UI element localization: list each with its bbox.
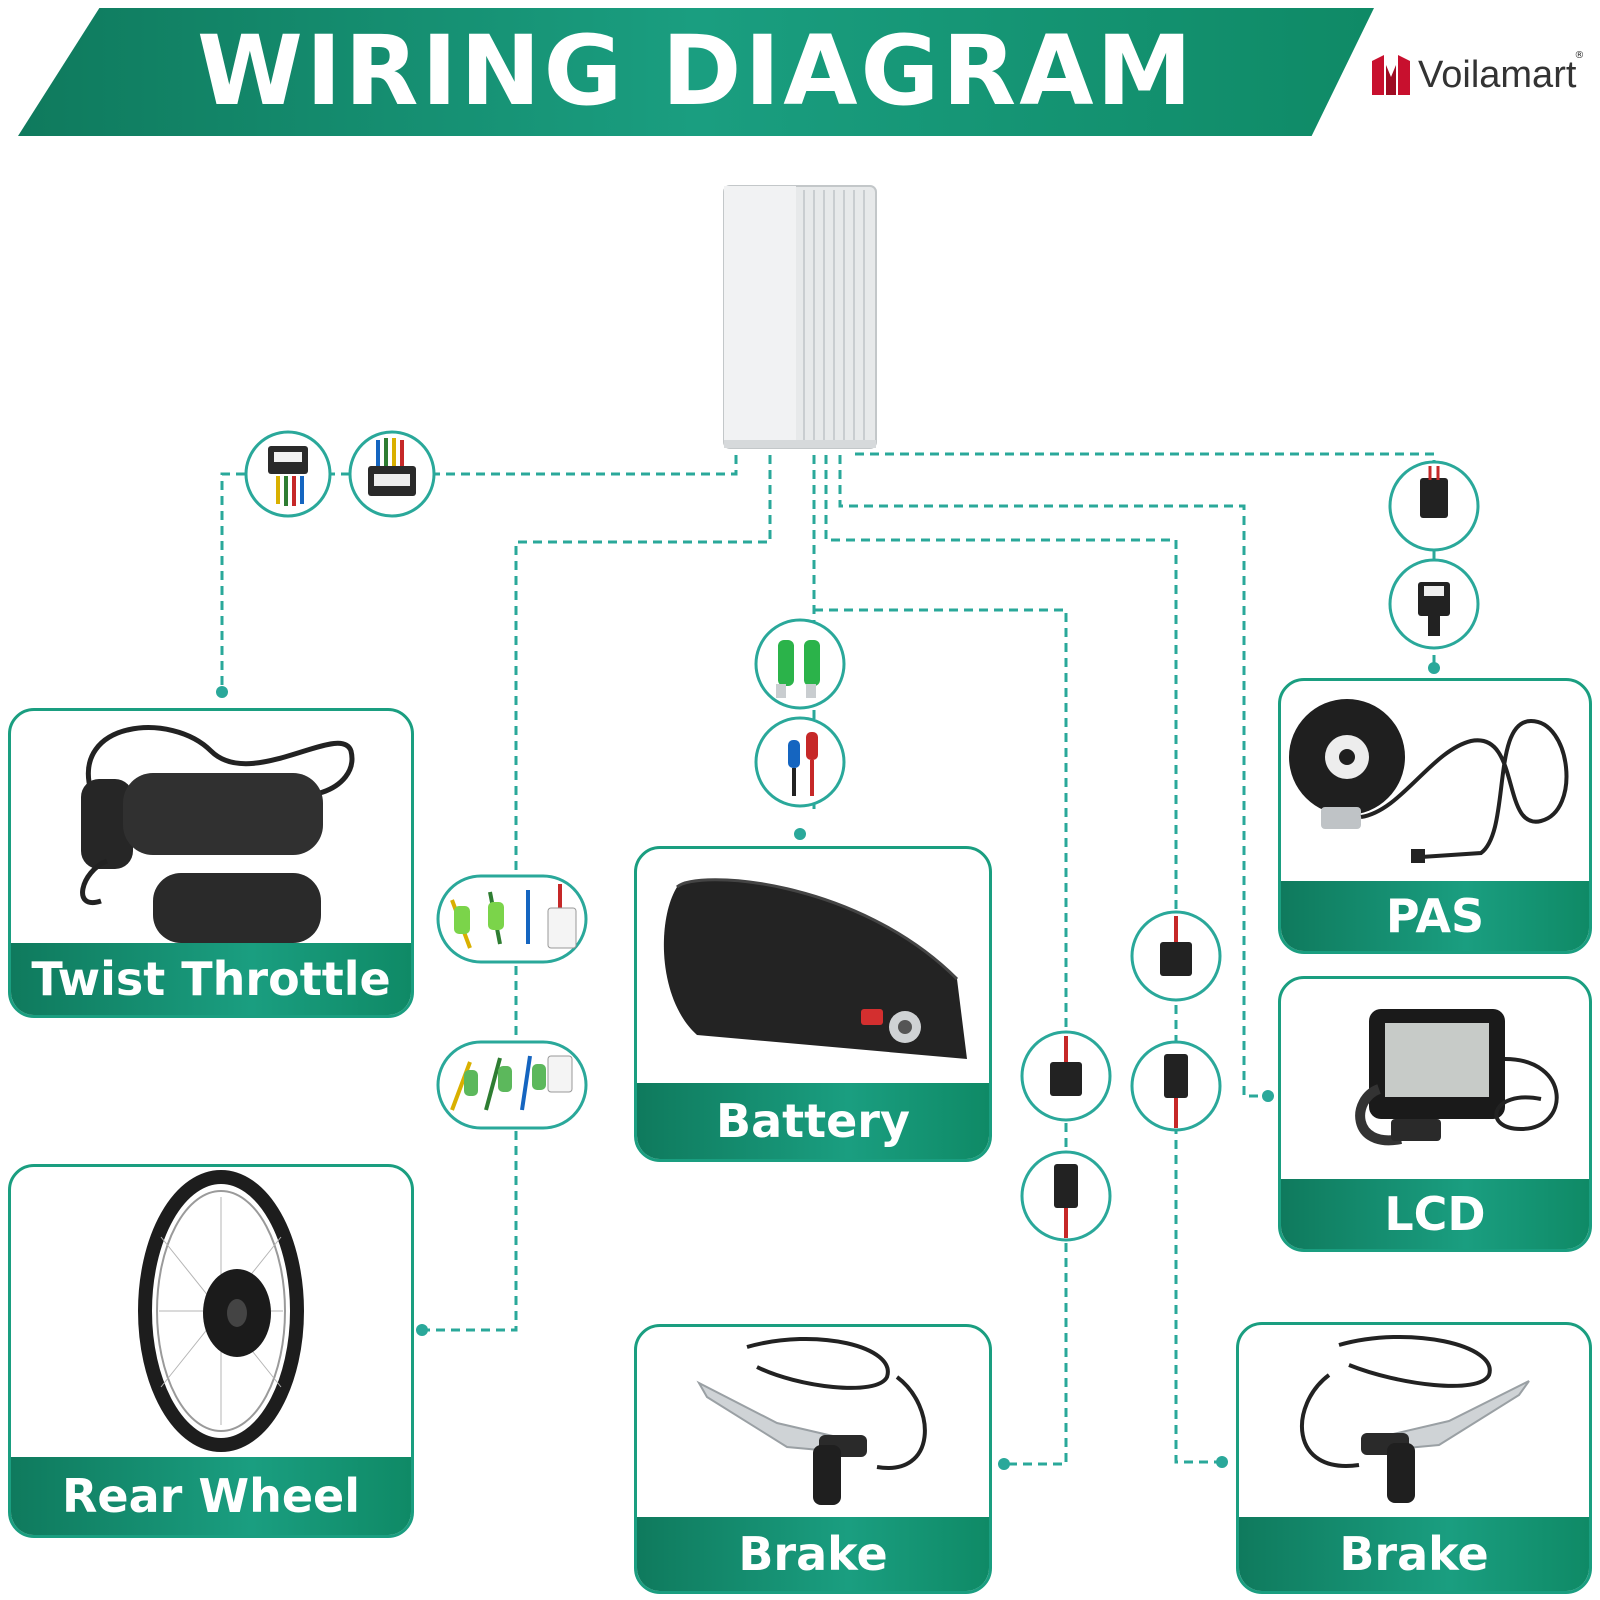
lcd-label: LCD xyxy=(1281,1179,1589,1249)
brake-left-label: Brake xyxy=(637,1517,989,1591)
junction-dot xyxy=(1262,1090,1274,1102)
voilamart-logo-icon xyxy=(1372,55,1410,95)
brake-right-label: Brake xyxy=(1239,1517,1589,1591)
card-twist-throttle: Twist Throttle xyxy=(8,708,414,1018)
page-title: WIRING DIAGRAM xyxy=(196,15,1196,127)
wire-throttle xyxy=(220,440,738,692)
brake-lever-icon xyxy=(696,1336,927,1505)
wire-pas xyxy=(852,440,1436,668)
controller-unit-icon xyxy=(723,185,877,449)
junction-dot xyxy=(1428,662,1440,674)
junction-dot xyxy=(794,828,806,840)
twist-throttle-label: Twist Throttle xyxy=(11,943,411,1015)
battery-label: Battery xyxy=(637,1083,989,1159)
brand-logo: Voilamart ® xyxy=(1372,50,1584,100)
connector-glyphs xyxy=(268,438,1450,1238)
twist-grip-icon xyxy=(80,725,355,943)
title-banner: WIRING DIAGRAM xyxy=(18,8,1374,136)
card-brake-right: Brake xyxy=(1236,1322,1592,1594)
junction-dot xyxy=(416,1324,428,1336)
lcd-display-icon xyxy=(1355,1009,1559,1146)
wire-connector-icon xyxy=(754,618,846,710)
registered-mark: ® xyxy=(1574,50,1585,61)
junction-dot xyxy=(216,686,228,698)
card-brake-left: Brake xyxy=(634,1324,992,1594)
wire-lcd xyxy=(838,440,1268,1098)
junction-dot xyxy=(1216,1456,1228,1468)
brake-lever-icon xyxy=(1299,1334,1530,1503)
junction-dot xyxy=(998,1458,1010,1470)
hub-motor-wheel-icon xyxy=(138,1170,304,1452)
card-pas: PAS xyxy=(1278,678,1592,954)
card-rear-wheel: Rear Wheel xyxy=(8,1164,414,1538)
brand-name: Voilamart xyxy=(1418,53,1577,96)
pedal-sensor-icon xyxy=(1289,699,1569,863)
rear-wheel-label: Rear Wheel xyxy=(11,1457,411,1535)
card-lcd: LCD xyxy=(1278,976,1592,1252)
battery-pack-icon xyxy=(663,878,967,1059)
wire-rear-wheel xyxy=(422,440,772,1332)
card-battery: Battery xyxy=(634,846,992,1162)
wire-brake-right xyxy=(824,440,1222,1464)
pas-label: PAS xyxy=(1281,881,1589,951)
